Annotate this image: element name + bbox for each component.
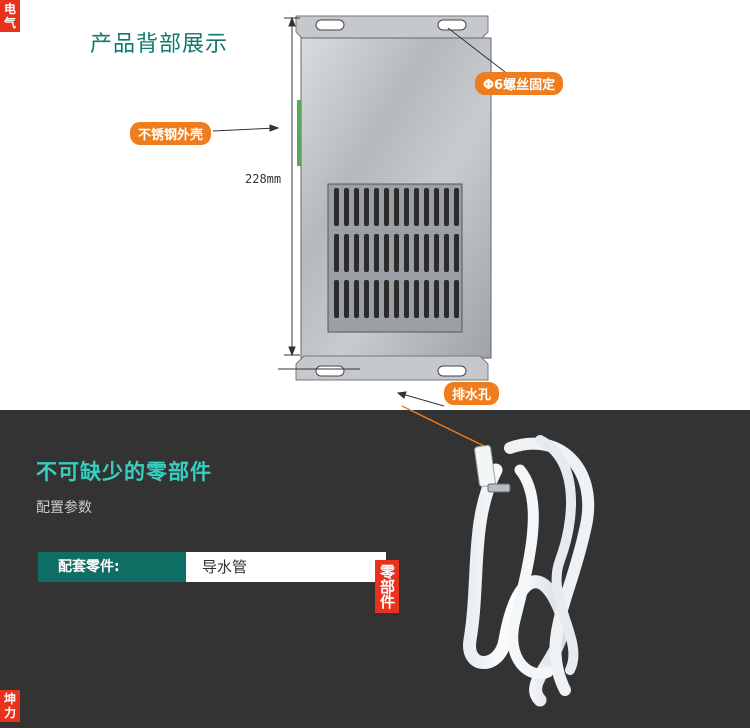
spec-label: 配套零件:	[38, 552, 186, 582]
drain-hose-image	[463, 435, 595, 707]
parts-side-tag-text: 零部件	[378, 564, 396, 609]
drain-hole-callout: 排水孔	[444, 382, 500, 405]
parts-section-title: 不可缺少的零部件	[36, 460, 212, 484]
product-section-title: 产品背部展示	[90, 32, 229, 57]
parts-section-subtitle: 配置参数	[36, 500, 92, 516]
dimension-line	[284, 16, 300, 357]
top-brand-tag: 电气	[0, 0, 20, 32]
height-dimension-label: 228mm	[245, 172, 282, 186]
callout-leaders	[212, 27, 506, 407]
spec-row: 配套零件: 导水管	[38, 552, 388, 582]
shell-callout: 不锈钢外壳	[130, 122, 212, 145]
drain-leader-orange	[401, 405, 489, 449]
side-label	[297, 100, 301, 166]
parts-side-tag: 零部件	[375, 560, 399, 613]
spec-value: 导水管	[186, 552, 386, 582]
vent-grille	[327, 183, 463, 333]
bottom-brand-tag: 坤力	[0, 690, 20, 722]
bottom-mounting-flange	[295, 355, 489, 381]
top-mounting-flange	[295, 15, 489, 41]
screw-callout: Φ6螺丝固定	[475, 72, 564, 95]
